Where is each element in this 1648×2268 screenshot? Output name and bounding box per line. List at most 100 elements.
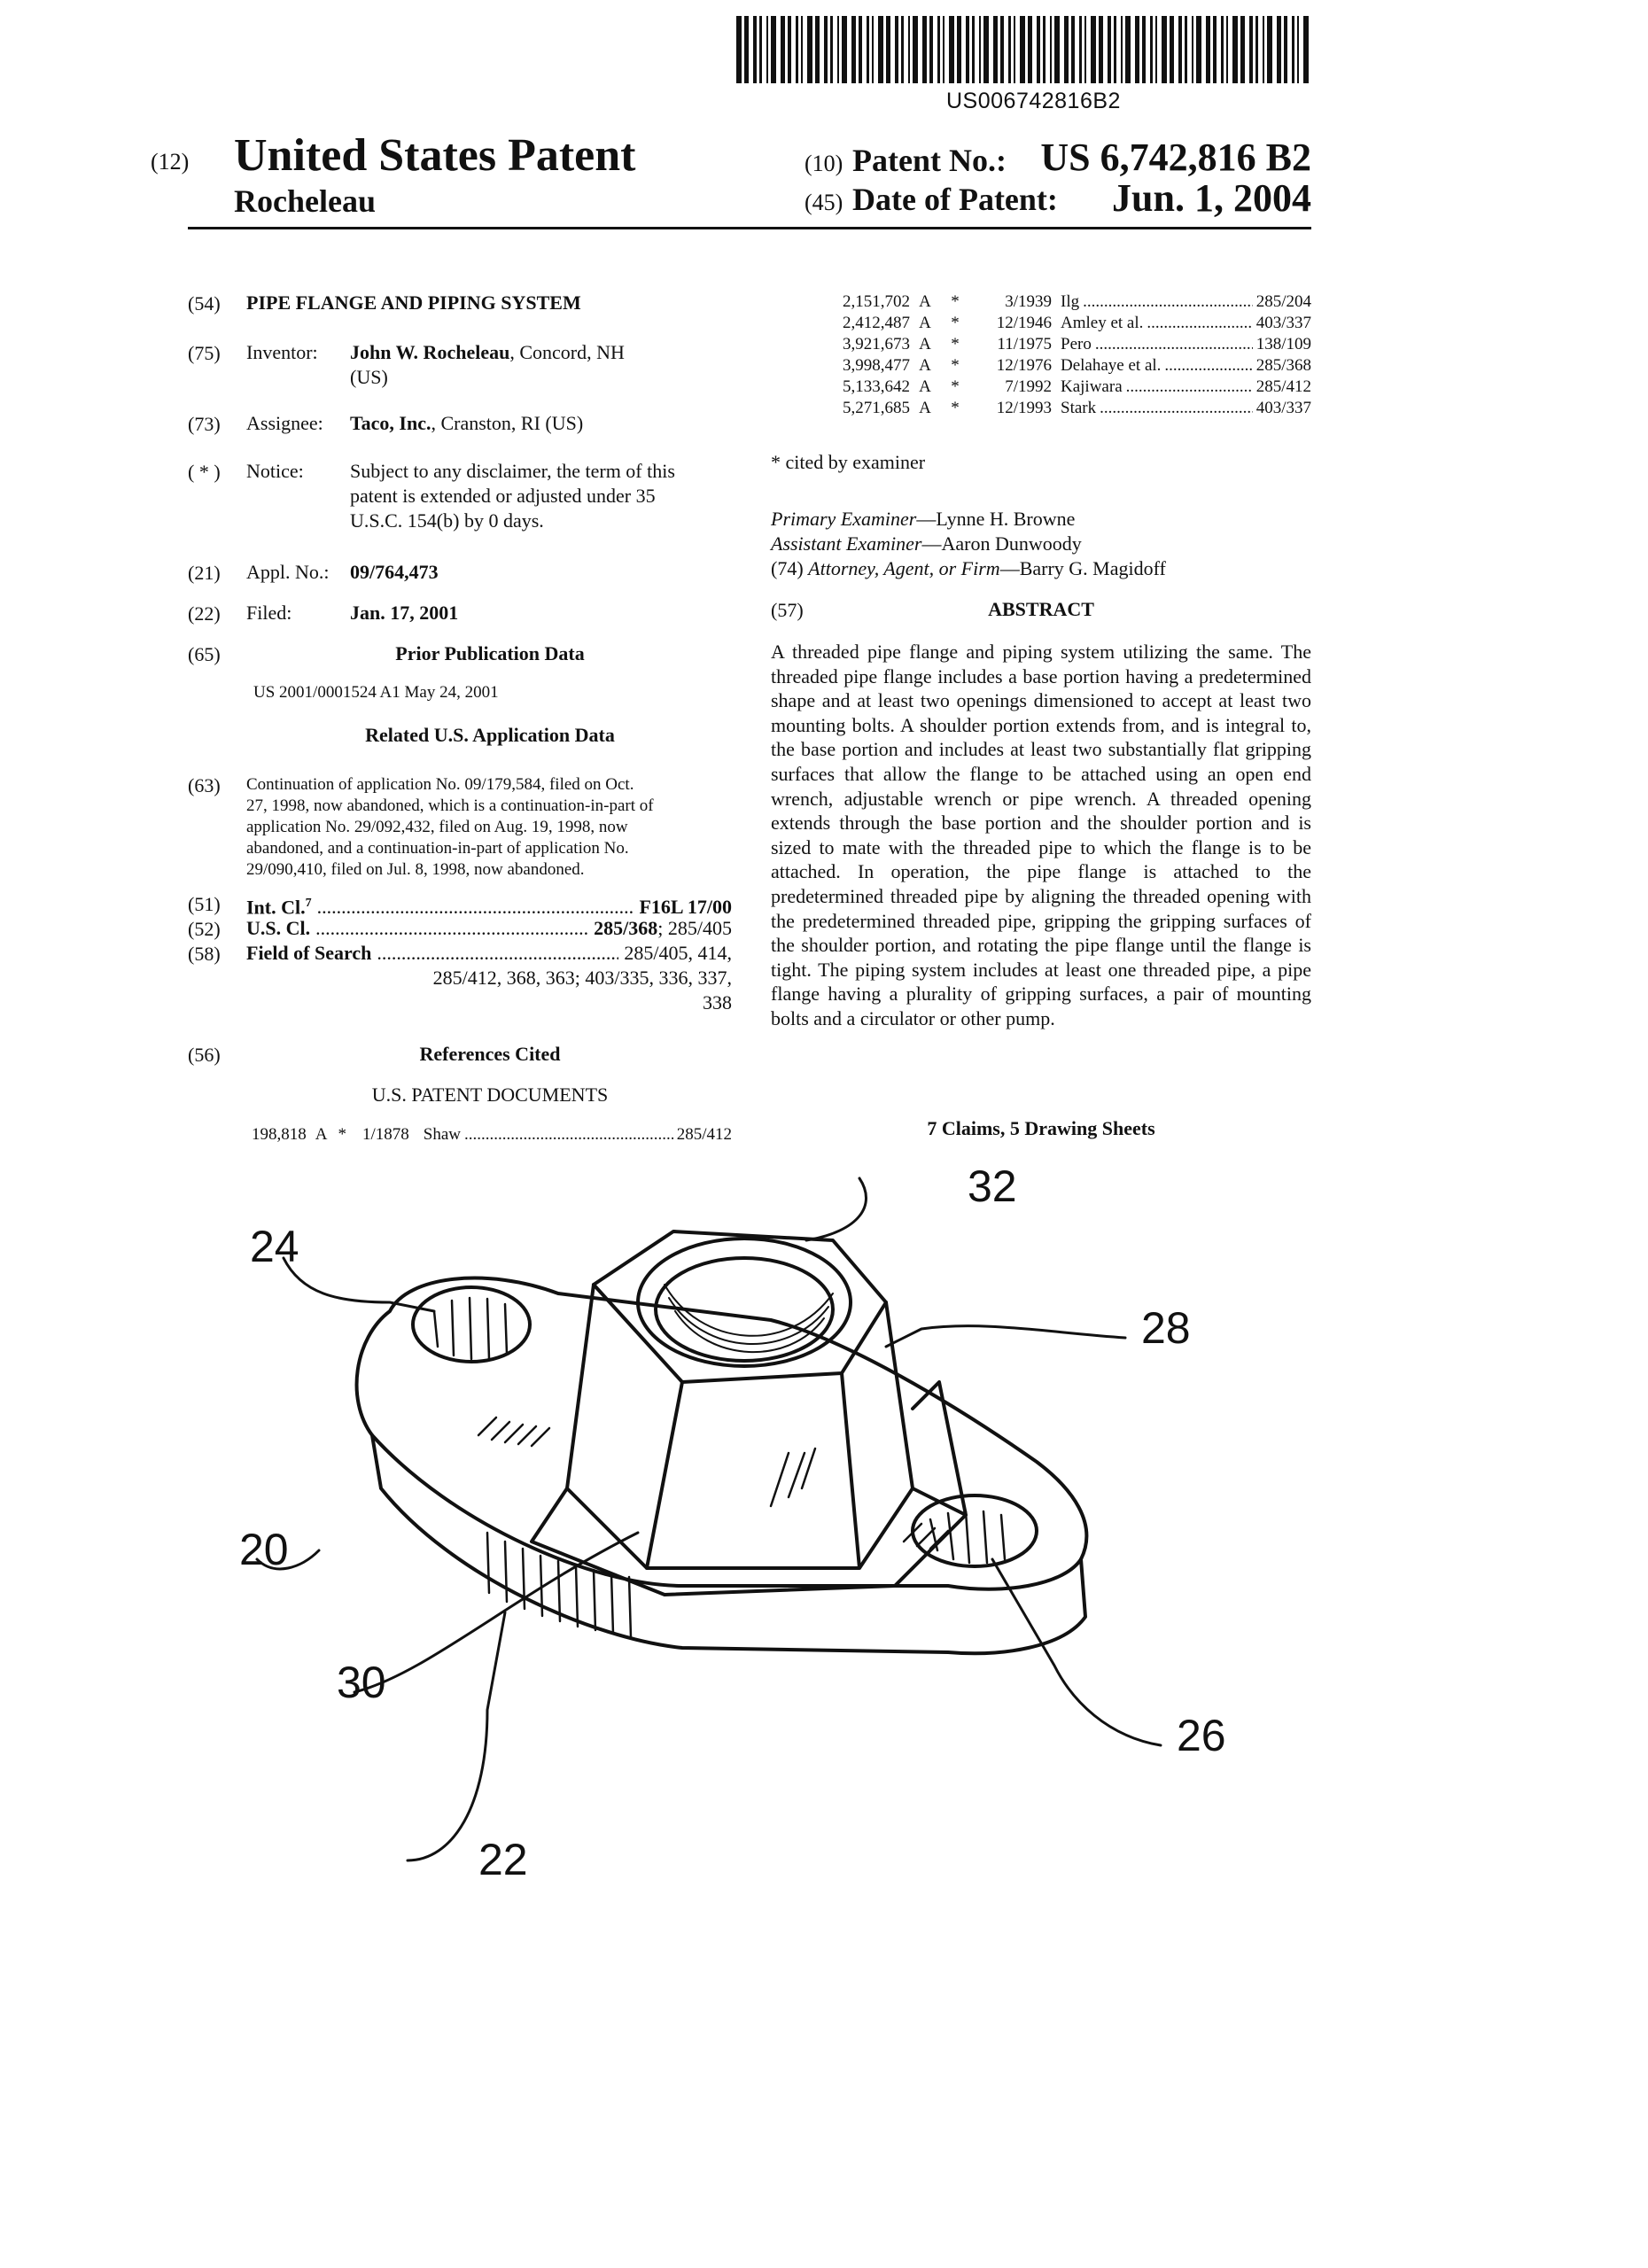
ref-star: * (951, 399, 960, 417)
label-20: 20 (239, 1525, 289, 1574)
label-26: 26 (1177, 1711, 1226, 1760)
cont-line: Continuation of application No. 09/179,5… (246, 775, 634, 794)
primary-examiner: Primary Examiner—Lynne H. Browne (771, 508, 1076, 530)
ref-date: 12/1946 (996, 314, 1052, 332)
ref-star: * (338, 1125, 346, 1144)
assistant-examiner: Assistant Examiner—Aaron Dunwoody (771, 532, 1082, 555)
attorney: (74) Attorney, Agent, or Firm—Barry G. M… (771, 557, 1166, 579)
barcode (736, 16, 1309, 83)
patent-no-label: Patent No.: (852, 143, 1007, 178)
ref-kind: A (919, 377, 931, 396)
int-cl-row: Int. Cl.7 ..............................… (246, 891, 732, 920)
ref-name: Delahaye et al. (1061, 356, 1162, 375)
ref-kind: A (919, 335, 931, 353)
cont-line: application No. 29/092,432, filed on Aug… (246, 818, 628, 836)
field-search-label: Field of Search (246, 942, 372, 964)
code-22: (22) (188, 602, 221, 625)
ref-class: 403/337 (1255, 399, 1311, 417)
hex-shoulder-side (565, 1283, 914, 1570)
leader-32 (805, 1177, 867, 1242)
label-22: 22 (478, 1835, 528, 1884)
filed-label: Filed: (246, 602, 292, 624)
inventor-line: John W. Rocheleau, Concord, NH (350, 340, 625, 365)
threaded-opening-outer (636, 1237, 852, 1368)
cont-line: 29/090,410, filed on Jul. 8, 1998, now a… (246, 860, 585, 879)
prior-text: US 2001/0001524 A1 May 24, 2001 (253, 683, 499, 702)
flange-base-side (370, 1433, 1087, 1656)
ref-star: * (951, 356, 960, 375)
code-52: (52) (188, 918, 221, 940)
label-28: 28 (1141, 1303, 1191, 1353)
code-57: (57) (771, 599, 804, 621)
patent-no: US 6,742,816 B2 (1040, 136, 1311, 179)
ref-date: 3/1939 (1005, 292, 1052, 311)
pipe-flange-drawing (255, 1177, 1162, 1862)
code-21: (21) (188, 562, 221, 584)
ref-name: Pero (1061, 335, 1092, 353)
shoulder-taper (530, 1380, 968, 1596)
ref-date: 7/1992 (1005, 377, 1052, 396)
ref-number: 3,921,673 (843, 335, 910, 353)
ref-date: 1/1878 (361, 1125, 409, 1144)
assignee-name: Taco, Inc. (350, 412, 431, 434)
cont-line: 27, 1998, now abandoned, which is a cont… (246, 796, 654, 815)
ref-date: 11/1975 (997, 335, 1052, 353)
label-24: 24 (250, 1222, 299, 1271)
field-search-value-3: 338 (703, 991, 732, 1014)
code-56: (56) (188, 1044, 221, 1066)
label-32: 32 (968, 1161, 1017, 1211)
continuation-text: Continuation of application No. 09/179,5… (246, 774, 734, 881)
abstract-heading: ABSTRACT (988, 598, 1094, 620)
claims-sheets: 7 Claims, 5 Drawing Sheets (927, 1117, 1155, 1139)
patent-title: PIPE FLANGE AND PIPING SYSTEM (246, 291, 581, 314)
ref-class: 285/412 (676, 1125, 732, 1144)
field-search-value-1: 285/405, 414, (624, 942, 732, 964)
filed-date: Jan. 17, 2001 (350, 602, 459, 624)
code-45: (45) (805, 190, 843, 215)
inventor-country: (US) (350, 366, 388, 388)
ref-name: Amley et al. (1061, 314, 1144, 332)
ref-kind: A (919, 399, 931, 417)
leader-20 (255, 1549, 321, 1571)
prior-heading: Prior Publication Data (395, 642, 585, 664)
us-cl-row: U.S. Cl. ...............................… (246, 917, 732, 939)
assignee-label: Assignee: (246, 412, 323, 434)
notice-line: U.S.C. 154(b) by 0 days. (350, 509, 544, 532)
related-heading: Related U.S. Application Data (365, 724, 615, 746)
ref-star: * (951, 292, 960, 311)
inventor-label: Inventor: (246, 341, 318, 363)
date-label: Date of Patent: (852, 182, 1058, 217)
ref-star: * (951, 335, 960, 353)
us-docs-heading: U.S. PATENT DOCUMENTS (371, 1084, 609, 1106)
ref-name: Ilg (1061, 292, 1080, 311)
code-54: (54) (188, 292, 221, 315)
leader-26 (991, 1557, 1162, 1747)
leader-22 (406, 1611, 507, 1862)
ref-name: Shaw (423, 1125, 461, 1144)
cited-note: * cited by examiner (771, 451, 926, 473)
int-cl-label: Int. Cl.7 (246, 896, 312, 919)
code-notice: ( * ) (188, 461, 221, 483)
code-65: (65) (188, 643, 221, 665)
leader-28 (884, 1324, 1127, 1348)
ref-number: 5,271,685 (843, 399, 910, 417)
ref-class: 285/204 (1255, 292, 1311, 311)
edge-hatching (486, 1531, 633, 1639)
code-10: (10) (805, 151, 843, 176)
patent-date: Jun. 1, 2004 (1112, 176, 1311, 220)
reference-row: 198,818 A * 1/1878 Shaw ................… (252, 1125, 732, 1144)
ref-class: 285/368 (1255, 356, 1311, 375)
ref-kind: A (919, 356, 931, 375)
assignee-line: Taco, Inc., Cranston, RI (US) (350, 411, 583, 436)
ref-class: 403/337 (1255, 314, 1311, 332)
doc-type: United States Patent (234, 130, 636, 181)
code-51: (51) (188, 893, 221, 915)
barcode-number: US006742816B2 (946, 89, 1121, 113)
references-heading: References Cited (419, 1043, 561, 1065)
ref-kind: A (919, 314, 931, 332)
